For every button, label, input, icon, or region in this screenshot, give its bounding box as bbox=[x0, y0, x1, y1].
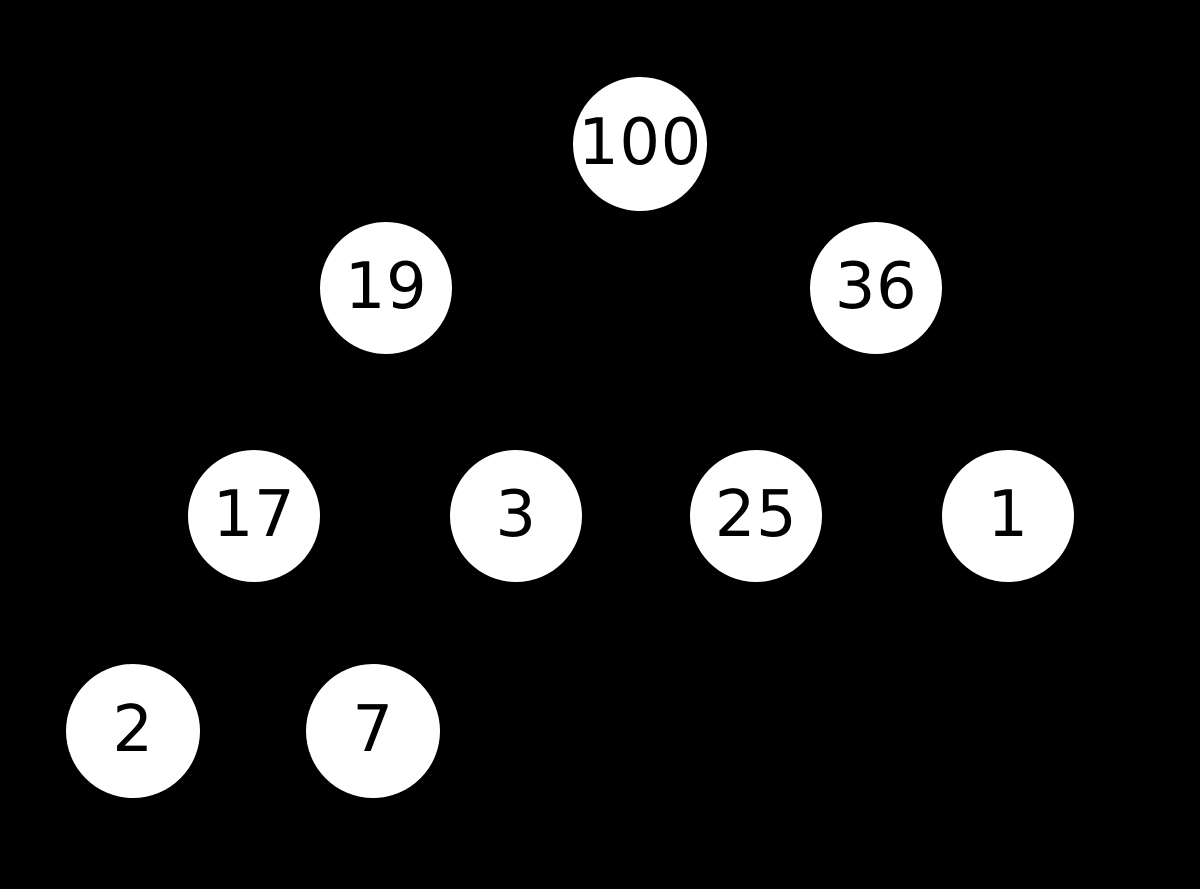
tree-node[interactable]: 36 bbox=[810, 222, 942, 354]
tree-node-label: 1 bbox=[987, 478, 1029, 552]
tree-node[interactable]: 2 bbox=[66, 664, 200, 798]
tree-node[interactable]: 19 bbox=[320, 222, 452, 354]
tree-node[interactable]: 17 bbox=[188, 450, 320, 582]
tree-node-label: 100 bbox=[578, 106, 702, 180]
tree-node[interactable]: 1 bbox=[942, 450, 1074, 582]
tree-node-label: 7 bbox=[352, 693, 394, 767]
tree-node-label: 3 bbox=[495, 478, 537, 552]
tree-node[interactable]: 100 bbox=[573, 77, 707, 211]
tree-node[interactable]: 3 bbox=[450, 450, 582, 582]
tree-node[interactable]: 7 bbox=[306, 664, 440, 798]
tree-node[interactable]: 25 bbox=[690, 450, 822, 582]
tree-node-label: 36 bbox=[834, 250, 918, 324]
tree-node-label: 19 bbox=[344, 250, 428, 324]
tree-node-label: 17 bbox=[212, 478, 296, 552]
tree-node-label: 25 bbox=[714, 478, 798, 552]
tree-node-label: 2 bbox=[112, 693, 154, 767]
